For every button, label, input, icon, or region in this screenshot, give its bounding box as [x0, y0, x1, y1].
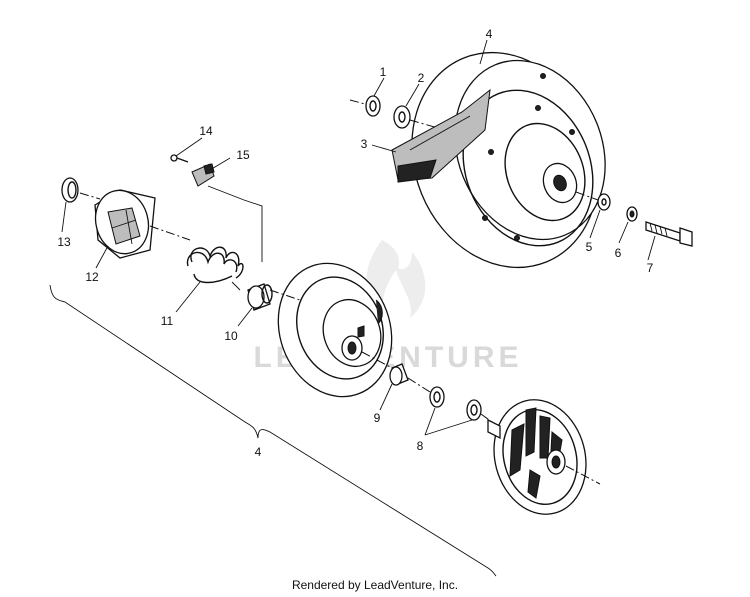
- stationary-sheave: [487, 399, 601, 515]
- callout-12: 12: [85, 270, 99, 284]
- moveable-sheave: [277, 262, 393, 398]
- spring-part-11: [186, 246, 244, 291]
- bolt-part-7: [645, 221, 693, 247]
- lock-washer-part-6: [626, 206, 638, 222]
- callout-9: 9: [374, 411, 381, 425]
- washer-part-8a: [429, 386, 445, 408]
- washer-part-2: [393, 105, 439, 129]
- callout-2: 2: [418, 71, 425, 85]
- washer-part-8b: [466, 399, 493, 423]
- washer-part-1: [349, 95, 381, 117]
- cap-part-15: [191, 163, 263, 262]
- driven-sheave: [411, 51, 606, 269]
- callout-7: 7: [647, 261, 654, 275]
- bushing-part-9: [389, 363, 431, 393]
- assembly-centerline: [269, 289, 301, 301]
- callout-1: 1: [380, 65, 387, 79]
- bushing-part-10: [247, 283, 273, 311]
- callout-8: 8: [417, 439, 424, 453]
- leader-lines: [61, 39, 656, 436]
- callout-15: 15: [236, 148, 250, 162]
- callout-14: 14: [199, 124, 213, 138]
- callout-10: 10: [224, 329, 238, 343]
- spider-part-12: [94, 189, 191, 259]
- assembly-bracket: [49, 284, 497, 577]
- drive-belt: [391, 88, 491, 183]
- callout-5: 5: [586, 240, 593, 254]
- retaining-ring-part-13: [61, 177, 101, 203]
- washer-part-5: [575, 191, 611, 211]
- callout-4-bottom: 4: [255, 445, 262, 459]
- callout-13: 13: [57, 235, 71, 249]
- callout-3: 3: [361, 137, 368, 151]
- callout-4-top: 4: [486, 27, 493, 41]
- callout-11: 11: [161, 314, 174, 328]
- callouts: 1 2 3 4 5 6 7 8 9 10 11 12 13 14 15 4: [57, 27, 653, 459]
- callout-6: 6: [615, 246, 622, 260]
- render-credit-caption: Rendered by LeadVenture, Inc.: [291, 578, 459, 592]
- screw-part-14: [170, 154, 189, 163]
